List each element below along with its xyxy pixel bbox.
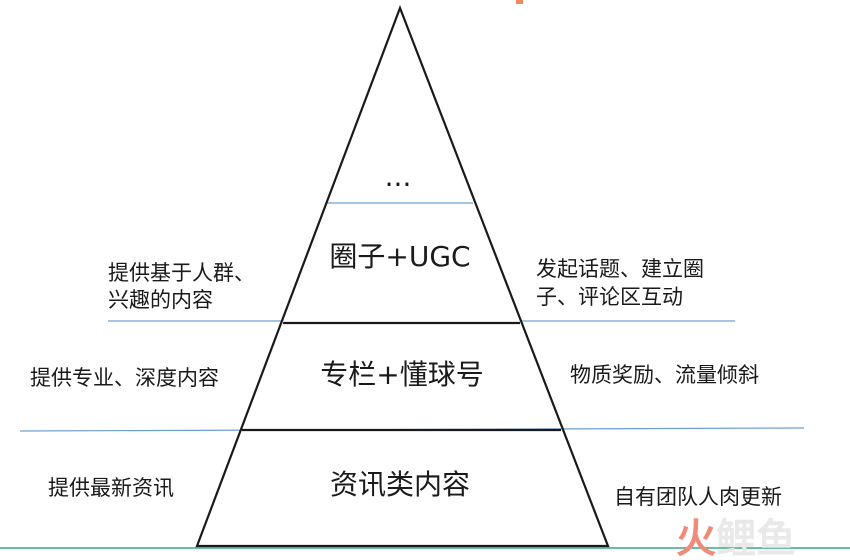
left-note-circle-line2: 兴趣的内容 bbox=[108, 288, 213, 312]
watermark-logo: 火鲤鱼 bbox=[676, 516, 796, 560]
left-note-news: 提供最新资讯 bbox=[48, 476, 174, 500]
watermark-part2: 鲤鱼 bbox=[716, 516, 796, 560]
right-note-news: 自有团队人肉更新 bbox=[614, 485, 782, 509]
tier-label-top: ... bbox=[385, 160, 412, 193]
left-note-column: 提供专业、深度内容 bbox=[30, 366, 219, 390]
right-note-circle-line1: 发起话题、建立圈 bbox=[536, 257, 704, 281]
tier-label-news: 资讯类内容 bbox=[330, 468, 470, 501]
tier-label-column: 专栏+懂球号 bbox=[320, 358, 483, 391]
right-note-column: 物质奖励、流量倾斜 bbox=[570, 363, 759, 387]
right-note-circle-line2: 子、评论区互动 bbox=[536, 285, 683, 309]
top-accent-mark bbox=[516, 0, 523, 4]
pyramid-outline bbox=[195, 4, 610, 548]
tier-label-circle-ugc: 圈子+UGC bbox=[329, 240, 470, 273]
left-note-circle-line1: 提供基于人群、 bbox=[108, 261, 255, 285]
watermark-part1: 火 bbox=[676, 516, 716, 560]
